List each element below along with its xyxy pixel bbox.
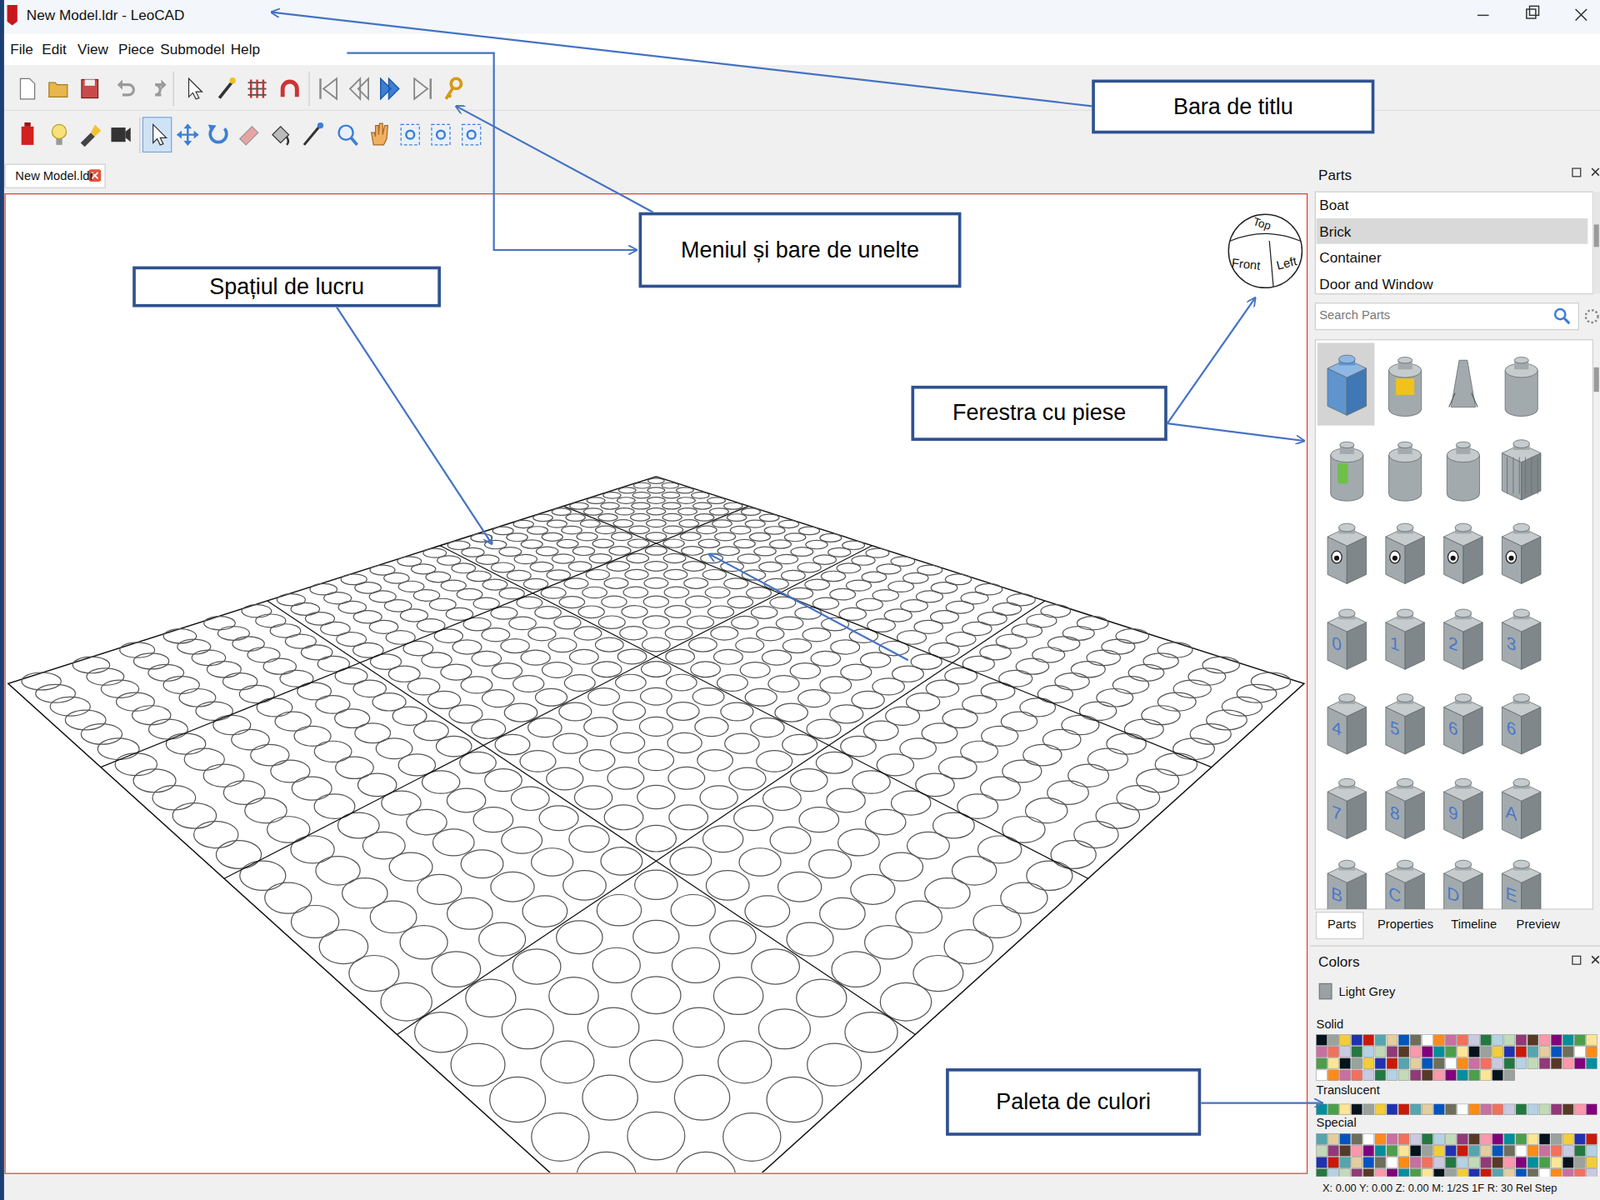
- ui-text: Search Parts: [1319, 309, 1390, 323]
- part-print: 9: [1448, 803, 1459, 826]
- part-print: 6: [1506, 718, 1517, 741]
- part-print: 5: [1390, 718, 1400, 741]
- current-color: [1319, 983, 1332, 999]
- ui-text: Parts: [1327, 918, 1356, 932]
- callout-box: Ferestra cu piese: [910, 385, 1167, 441]
- callout-text: Paleta de culori: [995, 1089, 1151, 1116]
- toolbar-icons: [20, 71, 480, 154]
- ui-text: Special: [1316, 1116, 1357, 1130]
- part-thumbnails: [1327, 355, 1541, 910]
- app-icon: [7, 5, 18, 25]
- ui-text: View: [77, 41, 109, 58]
- part-print: B: [1330, 884, 1343, 908]
- leader-line: [1167, 298, 1255, 425]
- baseplate-grid: [8, 476, 1305, 1173]
- part-print: 3: [1506, 633, 1517, 656]
- ui-text: Door and Window: [1319, 276, 1433, 293]
- part-print: 6: [1448, 718, 1459, 741]
- toolbars: [0, 65, 1600, 158]
- desktop-edge: [0, 0, 5, 1200]
- ui-text: Solid: [1316, 1018, 1345, 1032]
- side-panel: [1310, 158, 1600, 1179]
- callout-text: Ferestra cu piese: [952, 400, 1126, 427]
- part-print: A: [1505, 802, 1518, 826]
- search-box: [1315, 303, 1579, 330]
- leader-line: [1167, 423, 1305, 441]
- ui-text: Preview: [1516, 918, 1560, 932]
- callout-text: Meniul și bare de unelte: [680, 236, 920, 264]
- part-print: E: [1505, 884, 1518, 908]
- document-tab: [5, 164, 105, 188]
- ui-text: New Model.ldr: [15, 169, 94, 183]
- callout-text: Bara de titlu: [1173, 93, 1294, 120]
- part-print: 0: [1331, 633, 1342, 656]
- ui-text: Properties: [1377, 918, 1434, 932]
- status-bar: [0, 1176, 1600, 1200]
- active-tab: [1316, 912, 1364, 940]
- part-print: 1: [1390, 633, 1400, 656]
- ui-text: Submodel: [160, 41, 225, 58]
- ui-text: Brick: [1319, 224, 1351, 240]
- ui-text: Front: [1230, 256, 1261, 274]
- ui-text: Boat: [1319, 198, 1349, 215]
- callout-box: Meniul și bare de unelte: [639, 212, 962, 289]
- part-print: 2: [1448, 633, 1459, 656]
- leader-line: [271, 12, 1092, 107]
- leader-line: [455, 105, 653, 212]
- view-cube: [1228, 214, 1302, 288]
- callout-box: Paleta de culori: [945, 1068, 1201, 1136]
- leader-line: [346, 53, 637, 250]
- title-bar: [0, 0, 1600, 34]
- part-print: 4: [1331, 718, 1342, 741]
- callout-text: Spațiul de lucru: [209, 273, 365, 300]
- ui-text: Colors: [1318, 954, 1360, 970]
- ui-text: New Model.ldr - LeoCAD: [26, 8, 185, 25]
- part-print: 7: [1331, 803, 1342, 826]
- color-palette: [1316, 1035, 1598, 1180]
- ui-text: Timeline: [1450, 918, 1497, 932]
- callout-box: Bara de titlu: [1091, 80, 1375, 135]
- category-list: [1315, 191, 1593, 294]
- ui-text: Translucent: [1316, 1083, 1380, 1097]
- part-print: 8: [1390, 803, 1400, 826]
- callout-box: Spațiul de lucru: [132, 266, 441, 308]
- ui-text: Piece: [118, 41, 155, 58]
- leader-line: [709, 554, 909, 660]
- ui-text: Container: [1319, 250, 1381, 266]
- ui-text: Light Grey: [1339, 985, 1396, 1000]
- parts-grid: [1315, 340, 1593, 910]
- leader-line: [336, 307, 492, 545]
- menu-bar: [0, 33, 1600, 65]
- ui-text: Help: [230, 41, 260, 58]
- ui-text: X: 0.00 Y: 0.00 Z: 0.00 M: 1/2S 1F R: 30…: [1322, 1182, 1557, 1195]
- leader-line: [1200, 1102, 1323, 1105]
- ui-text: Edit: [41, 41, 67, 58]
- ui-text: File: [10, 41, 34, 58]
- ui-text: Parts: [1318, 167, 1352, 184]
